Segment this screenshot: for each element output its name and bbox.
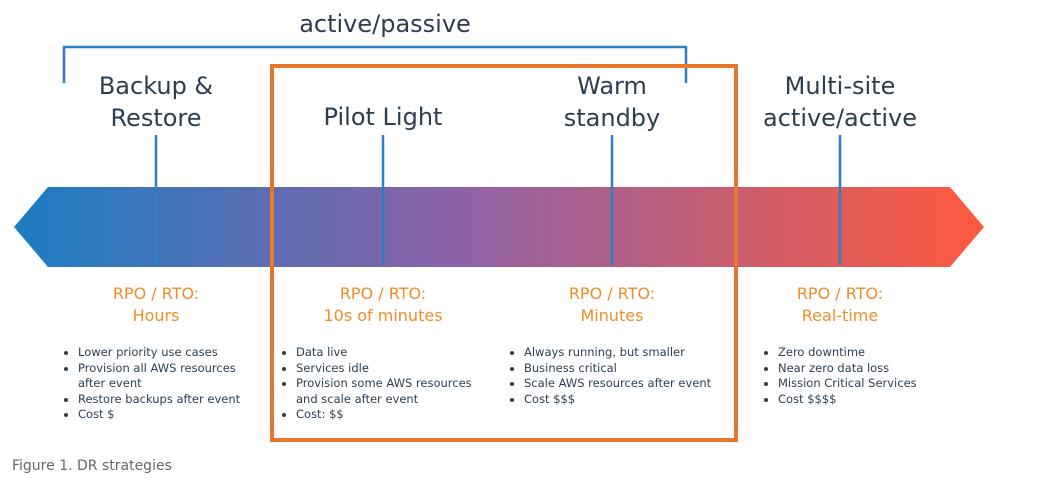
strategy-title-line: Multi-site — [784, 72, 896, 100]
bullet-item: Business critical — [524, 361, 739, 377]
rpo-value: 10s of minutes — [323, 306, 443, 325]
rpo-rto-backup-restore: RPO / RTO: Hours — [76, 283, 236, 327]
highlight-box — [270, 64, 738, 442]
rpo-label: RPO / RTO: — [112, 284, 200, 303]
strategy-title-pilot-light: Pilot Light — [298, 101, 468, 133]
bullet-item: Zero downtime — [778, 345, 978, 361]
bullets-pilot-light: Data live Services idle Provision some A… — [280, 345, 496, 423]
rpo-label: RPO / RTO: — [568, 284, 656, 303]
rpo-rto-multi-site: RPO / RTO: Real-time — [760, 283, 920, 327]
bullet-item: Restore backups after event — [78, 392, 278, 408]
bullet-item: after event — [78, 376, 142, 390]
strategy-title-backup-restore: Backup & Restore — [76, 70, 236, 134]
strategy-title-line: active/active — [763, 104, 917, 132]
bullets-backup-restore: Lower priority use cases Provision all A… — [62, 345, 278, 423]
bullet-item: Scale AWS resources after event — [524, 376, 739, 392]
bullet-item: Cost $ — [78, 407, 278, 423]
rpo-value: Real-time — [801, 306, 879, 325]
strategy-title-line: Backup & — [98, 72, 214, 100]
bullet-item: Cost $$$$ — [778, 392, 978, 408]
strategy-title-line: Restore — [110, 104, 202, 132]
rpo-value: Minutes — [580, 306, 644, 325]
bullet-item: Cost $$$ — [524, 392, 739, 408]
bullet-item: Lower priority use cases — [78, 345, 278, 361]
rpo-label: RPO / RTO: — [339, 284, 427, 303]
active-passive-label: active/passive — [299, 10, 471, 38]
rpo-value: Hours — [132, 306, 180, 325]
bullet-item: Services idle — [296, 361, 496, 377]
figure-caption: Figure 1. DR strategies — [12, 458, 172, 474]
rpo-rto-pilot-light: RPO / RTO: 10s of minutes — [293, 283, 473, 327]
bullet-item: Near zero data loss — [778, 361, 978, 377]
strategy-title-warm-standby: Warm standby — [532, 70, 692, 134]
strategy-title-line: Pilot Light — [323, 103, 443, 131]
rpo-rto-warm-standby: RPO / RTO: Minutes — [532, 283, 692, 327]
bullet-item: Provision some AWS resources — [296, 376, 496, 392]
strategy-title-line: standby — [563, 104, 661, 132]
bullet-item: Data live — [296, 345, 496, 361]
bullet-item: Cost: $$ — [296, 407, 496, 423]
bullet-item: Provision all AWS resources — [78, 361, 278, 377]
strategy-title-multi-site: Multi-site active/active — [750, 70, 930, 134]
bullet-item: and scale after event — [296, 391, 419, 406]
bullet-item: Always running, but smaller — [524, 345, 739, 361]
spectrum-arrow — [14, 187, 984, 267]
bullets-warm-standby: Always running, but smaller Business cri… — [508, 345, 739, 407]
strategy-title-line: Warm — [577, 72, 647, 100]
rpo-label: RPO / RTO: — [796, 284, 884, 303]
bullet-item: Mission Critical Services — [778, 376, 978, 392]
bullets-multi-site: Zero downtime Near zero data loss Missio… — [762, 345, 978, 407]
